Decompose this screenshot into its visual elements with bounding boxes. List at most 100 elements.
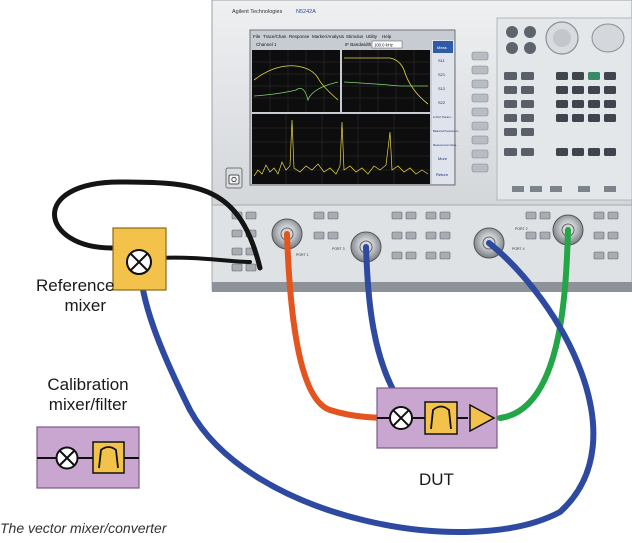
menu-trace-chan[interactable]: Trace/Chan <box>263 34 287 39</box>
keypad-region <box>496 17 632 201</box>
fkey-2[interactable] <box>521 72 534 80</box>
usb-port-4[interactable] <box>578 186 590 192</box>
softkey-s11-label[interactable]: S11 <box>438 58 446 63</box>
if-bandwidth-field[interactable] <box>371 40 403 49</box>
port-3-label: PORT 3 <box>332 247 345 251</box>
fkey-4[interactable] <box>521 86 534 94</box>
trace-top-left-a <box>253 65 339 101</box>
fkey-3[interactable] <box>504 86 517 94</box>
reference-mixer-label: Reference mixer <box>36 276 114 316</box>
numkey-9[interactable] <box>556 100 568 108</box>
nav-button-a[interactable] <box>506 26 518 38</box>
numkey-14[interactable] <box>572 114 584 122</box>
menu-bar: File Trace/Chan Response Marker/Analysis… <box>253 34 392 39</box>
softkey-2port-label[interactable]: 2-Port Param... <box>433 115 454 119</box>
calibration-label: Calibration mixer/filter <box>34 375 142 415</box>
softkey-measclass-label[interactable]: Measurement Class... <box>433 143 459 147</box>
softkey-return-label[interactable]: Return <box>436 172 448 177</box>
fkey-7[interactable] <box>504 114 517 122</box>
hardkey-7[interactable] <box>471 135 489 145</box>
usb-ports <box>512 186 616 192</box>
fkey-6[interactable] <box>521 100 534 108</box>
cable-black-loop <box>52 179 263 271</box>
menu-help[interactable]: Help <box>382 34 392 39</box>
numkey-8[interactable] <box>604 86 616 94</box>
fkey-10[interactable] <box>521 128 534 136</box>
hardkey-6[interactable] <box>471 121 489 131</box>
if-bandwidth-value: 100.0 kHz <box>374 43 393 48</box>
numkey-11[interactable] <box>588 100 600 108</box>
hardkey-4[interactable] <box>471 93 489 103</box>
fkey-1[interactable] <box>504 72 517 80</box>
hardkey-column <box>471 51 489 173</box>
channel-label: Channel 1 <box>256 42 277 47</box>
softkey-s22-label[interactable]: S22 <box>438 100 446 105</box>
nav-button-c[interactable] <box>506 42 518 54</box>
softkey-s21-label[interactable]: S21 <box>438 72 446 77</box>
brand-header: Agilent Technologies N5242A <box>232 9 316 15</box>
hardkey-8[interactable] <box>471 149 489 159</box>
numkey-3[interactable] <box>588 72 600 80</box>
port-4-label: PORT 4 <box>512 247 525 251</box>
cable-black-short <box>154 255 252 264</box>
port-1-label: PORT 1 <box>296 253 309 257</box>
nav-button-b[interactable] <box>524 26 536 38</box>
numkey-2[interactable] <box>572 72 584 80</box>
if-bandwidth-label: IF Bandwidth <box>345 42 372 47</box>
hardkey-3[interactable] <box>471 79 489 89</box>
fkey-8[interactable] <box>521 114 534 122</box>
menu-marker-analysis[interactable]: Marker/Analysis <box>312 34 345 39</box>
network-analyzer: Agilent Technologies N5242A File Trace/C… <box>211 0 632 292</box>
plot-pane-top-right <box>342 50 430 112</box>
fkey-9[interactable] <box>504 128 517 136</box>
fkey-12[interactable] <box>521 148 534 156</box>
usb-port-5[interactable] <box>604 186 616 192</box>
usb-port-3[interactable] <box>550 186 562 192</box>
menu-file[interactable]: File <box>253 34 261 39</box>
numkey-5[interactable] <box>556 86 568 94</box>
power-switch[interactable] <box>225 167 243 189</box>
numkey-20[interactable] <box>604 148 616 156</box>
numkey-4[interactable] <box>604 72 616 80</box>
cable-green <box>497 227 571 421</box>
numkey-16[interactable] <box>604 114 616 122</box>
usb-port-1[interactable] <box>512 186 524 192</box>
usb-port-2[interactable] <box>530 186 542 192</box>
hardkey-2[interactable] <box>471 65 489 75</box>
hardkey-5[interactable] <box>471 107 489 117</box>
numkey-13[interactable] <box>556 114 568 122</box>
softkey-more-label[interactable]: More <box>438 156 448 161</box>
fkey-11[interactable] <box>504 148 517 156</box>
numeric-keys <box>556 72 616 156</box>
port-2-label: PORT 2 <box>515 227 528 231</box>
menu-utility[interactable]: Utility <box>366 34 378 39</box>
numkey-12[interactable] <box>604 100 616 108</box>
nav-button-d[interactable] <box>524 42 536 54</box>
hardkey-1[interactable] <box>471 51 489 61</box>
numkey-18[interactable] <box>572 148 584 156</box>
arrow-keypad[interactable] <box>591 23 625 53</box>
hardkey-9[interactable] <box>471 163 489 173</box>
softkey-balanced-label[interactable]: Balanced Parameters... <box>433 129 460 133</box>
plot-pane-top-left <box>252 50 340 112</box>
reference-mixer-label-line2: mixer <box>64 296 106 315</box>
numkey-19[interactable] <box>588 148 600 156</box>
cable-red <box>284 231 397 421</box>
fkey-5[interactable] <box>504 100 517 108</box>
trace-top-left-b <box>253 81 339 102</box>
menu-response[interactable]: Response <box>289 34 310 39</box>
numkey-6[interactable] <box>572 86 584 94</box>
dut-label: DUT <box>419 470 454 489</box>
numkey-15[interactable] <box>588 114 600 122</box>
numkey-7[interactable] <box>588 86 600 94</box>
cable-blue-long <box>137 240 597 536</box>
softkey-panel: Meas S11 S21 S12 S22 2-Port Param... Bal… <box>432 40 460 184</box>
figure-caption: The vector mixer/converter <box>0 520 167 536</box>
numkey-17[interactable] <box>556 148 568 156</box>
numkey-1[interactable] <box>556 72 568 80</box>
trace-top-right-a <box>344 57 429 105</box>
softkey-s12-label[interactable]: S12 <box>438 86 446 91</box>
numkey-10[interactable] <box>572 100 584 108</box>
menu-stimulus[interactable]: Stimulus <box>346 34 364 39</box>
softkey-meas[interactable] <box>433 41 453 53</box>
